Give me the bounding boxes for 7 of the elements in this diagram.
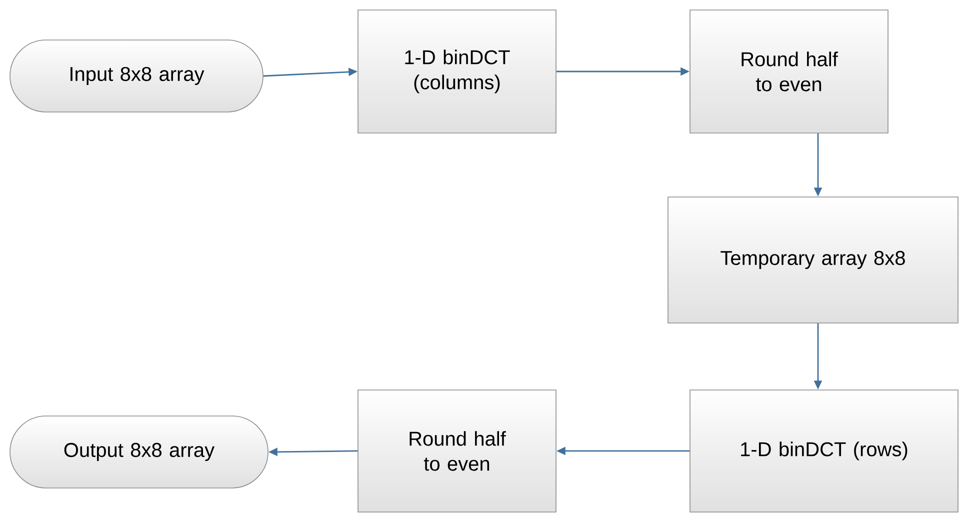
process-box: Round half to even: [358, 390, 556, 512]
terminator-box: Output 8x8 array: [10, 416, 268, 488]
terminator-box: Input 8x8 array: [10, 40, 264, 112]
process-box: 1-D binDCT (rows): [690, 390, 958, 512]
process-box: 1-D binDCT (columns): [358, 10, 556, 134]
process-box: Temporary array 8x8: [668, 196, 958, 324]
process-box: Round half to even: [690, 10, 888, 134]
